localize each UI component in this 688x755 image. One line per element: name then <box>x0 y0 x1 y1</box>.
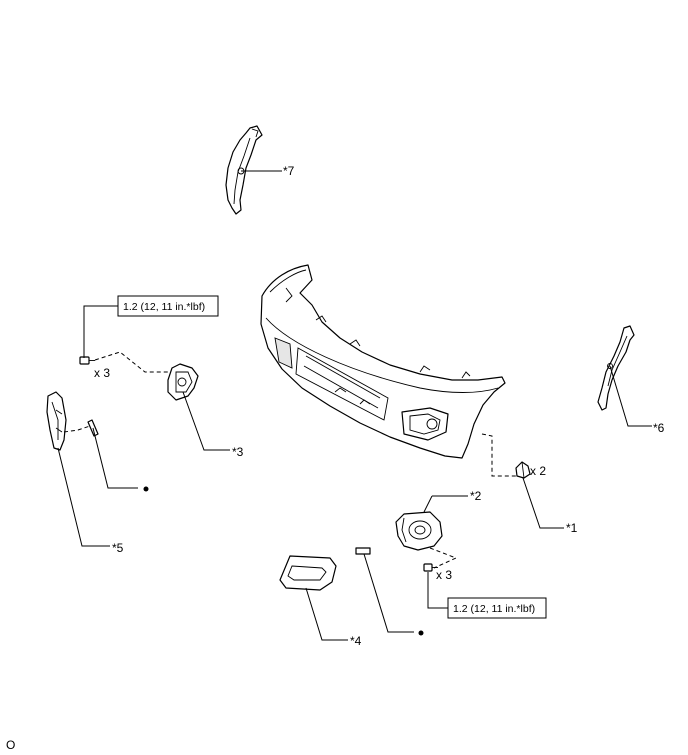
marker-dot-left <box>143 486 149 492</box>
callout-1: *1 <box>566 521 578 535</box>
clip-lower <box>355 547 371 555</box>
part-1-clip <box>515 461 531 479</box>
part-2-fog-lamp <box>395 511 443 551</box>
torque-text-lower: 1.2 (12, 11 in.*lbf) <box>453 603 535 615</box>
part-5-side-cover <box>46 391 67 451</box>
callout-6: *6 <box>653 421 665 435</box>
upper-bolt <box>79 356 95 365</box>
callout-4: *4 <box>350 634 362 648</box>
callout-2: *2 <box>470 489 482 503</box>
qty-lower-bolts: x 3 <box>436 568 452 582</box>
qty-clips: x 2 <box>530 464 546 478</box>
part-6-bracket <box>597 325 635 411</box>
part-7-bracket <box>225 125 263 215</box>
leader-lines <box>57 170 652 641</box>
figure-code: O <box>6 738 15 752</box>
bumper-to-clip-line <box>481 433 520 477</box>
torque-text-upper: 1.2 (12, 11 in.*lbf) <box>123 301 205 313</box>
torque-box-upper: 1.2 (12, 11 in.*lbf) <box>117 295 219 317</box>
cover-to-clip-line <box>63 425 91 433</box>
qty-upper-bolts: x 3 <box>94 366 110 380</box>
part-4-fog-lamp-cover <box>279 555 337 591</box>
marker-dot-lower <box>418 630 424 636</box>
bumper-cover <box>260 264 506 459</box>
lower-bolt <box>423 563 438 572</box>
upper-bolt-to-bracket-line <box>94 351 172 373</box>
callout-3: *3 <box>232 445 244 459</box>
torque-box-lower: 1.2 (12, 11 in.*lbf) <box>447 597 547 619</box>
callout-5: *5 <box>112 541 124 555</box>
part-3-fog-lamp-bracket <box>167 363 199 401</box>
callout-7: *7 <box>283 164 295 178</box>
lamp-to-lower-bolt-line <box>429 547 458 569</box>
